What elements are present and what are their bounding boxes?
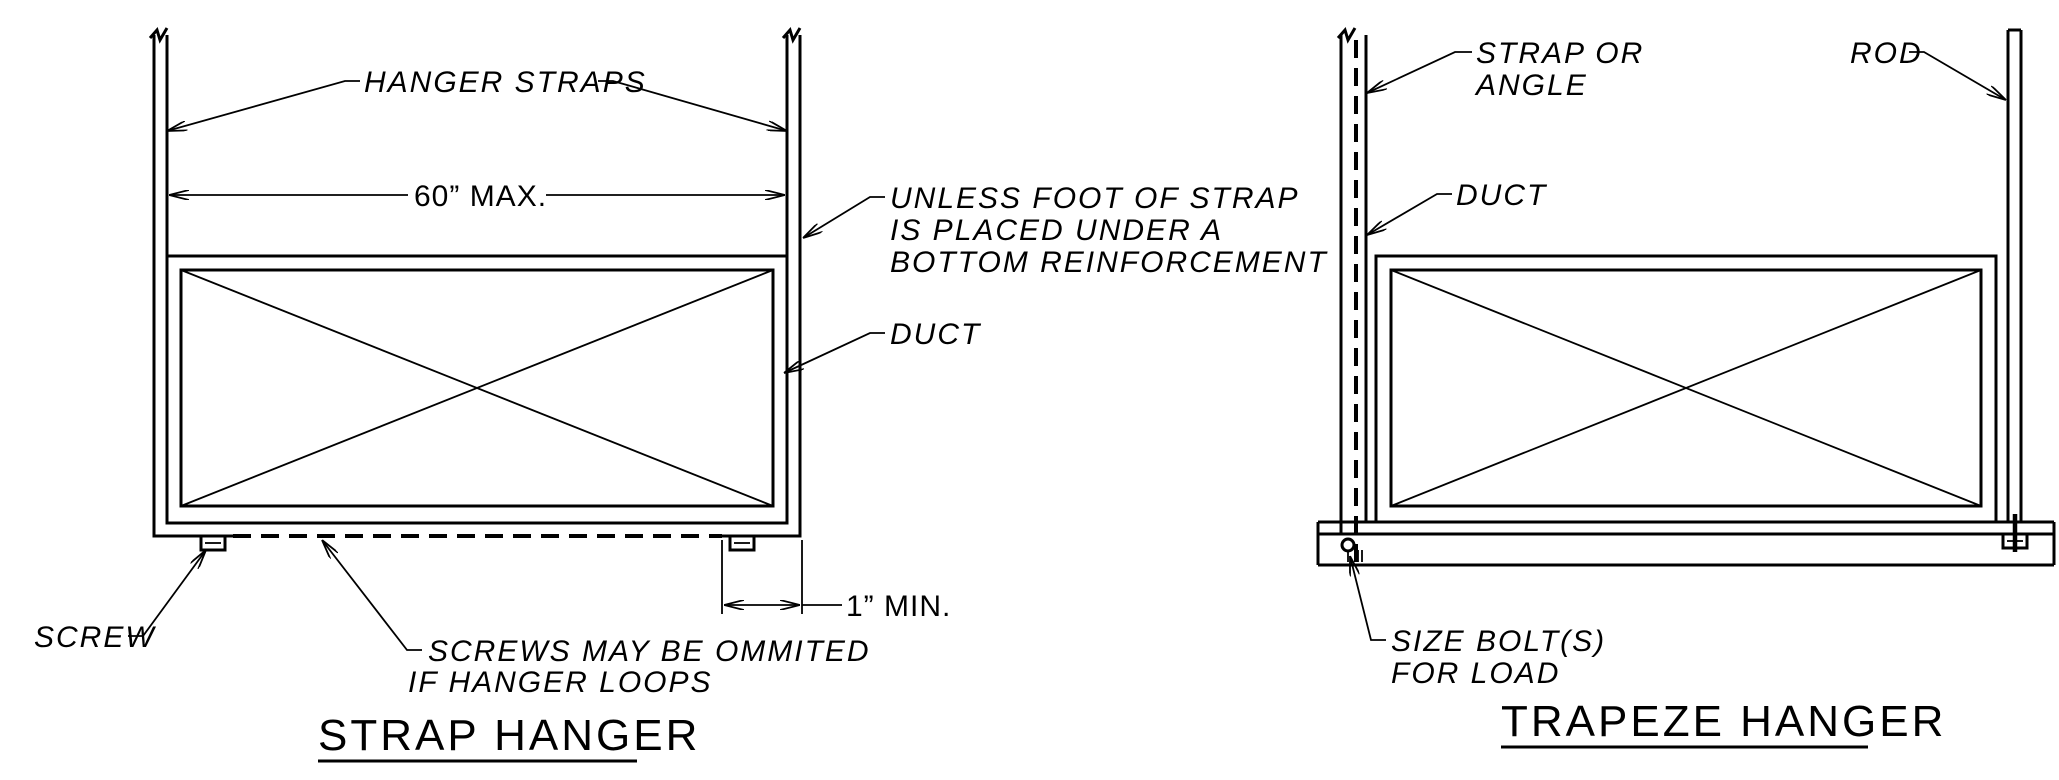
strap-or-angle-label-line-1: STRAP OR xyxy=(1476,37,1644,70)
unless-foot-label-line-2: IS PLACED UNDER A xyxy=(890,214,1223,247)
trapeze-hanger-figure: STRAP OR ANGLE ROD DUCT SIZE BOLT(S) FOR… xyxy=(1316,26,2056,749)
screw-right xyxy=(728,534,756,552)
hanger-straps-leader-right xyxy=(598,80,787,131)
strap-hanger-figure: HANGER STRAPS 60” MAX. UNLESS FOOT OF ST… xyxy=(34,26,1328,763)
screws-omit-label-line-2: IF HANGER LOOPS xyxy=(408,666,713,699)
rod-label: ROD xyxy=(1850,37,1923,70)
trapeze-duct-label: DUCT xyxy=(1456,179,1548,212)
max-span-label: 60” MAX. xyxy=(414,180,547,213)
bolt xyxy=(1340,537,1363,562)
trapeze-hanger-title: TRAPEZE HANGER xyxy=(1501,697,1946,746)
duct-leader xyxy=(784,332,885,373)
size-bolt-leader xyxy=(1350,556,1386,641)
rod-nut xyxy=(2001,532,2029,550)
strap-or-angle-member xyxy=(1336,26,1368,564)
min-label: 1” MIN. xyxy=(846,590,951,623)
duct-label: DUCT xyxy=(890,318,982,351)
size-bolt-label-line-2: FOR LOAD xyxy=(1391,657,1560,690)
unless-foot-label-line-1: UNLESS FOOT OF STRAP xyxy=(890,182,1300,215)
size-bolt-label-line-1: SIZE BOLT(S) xyxy=(1391,625,1606,658)
trapeze-angle-member xyxy=(1316,520,2056,567)
duct-section xyxy=(165,254,789,525)
strap-or-angle-label-line-2: ANGLE xyxy=(1474,69,1588,102)
screws-omit-label-line-1: SCREWS MAY BE OMMITED xyxy=(428,635,871,668)
hanger-straps-label: HANGER STRAPS xyxy=(364,66,647,99)
hanger-straps-leader-left xyxy=(167,80,360,131)
screw-left xyxy=(199,534,227,552)
rod-leader xyxy=(1909,51,2006,100)
hanger-strap-shape xyxy=(148,26,802,538)
screw-leader xyxy=(128,550,206,637)
screw-label: SCREW xyxy=(34,621,156,654)
strap-hanger-title: STRAP HANGER xyxy=(318,711,700,760)
strap-or-angle-leader xyxy=(1367,51,1472,93)
unless-foot-label-line-3: BOTTOM REINFORCEMENT xyxy=(890,246,1328,279)
rod-member xyxy=(2006,28,2023,552)
trapeze-duct-leader xyxy=(1367,193,1452,235)
unless-foot-leader xyxy=(803,196,885,238)
screws-omit-leader xyxy=(322,540,422,651)
trapeze-duct-section xyxy=(1374,254,1998,524)
